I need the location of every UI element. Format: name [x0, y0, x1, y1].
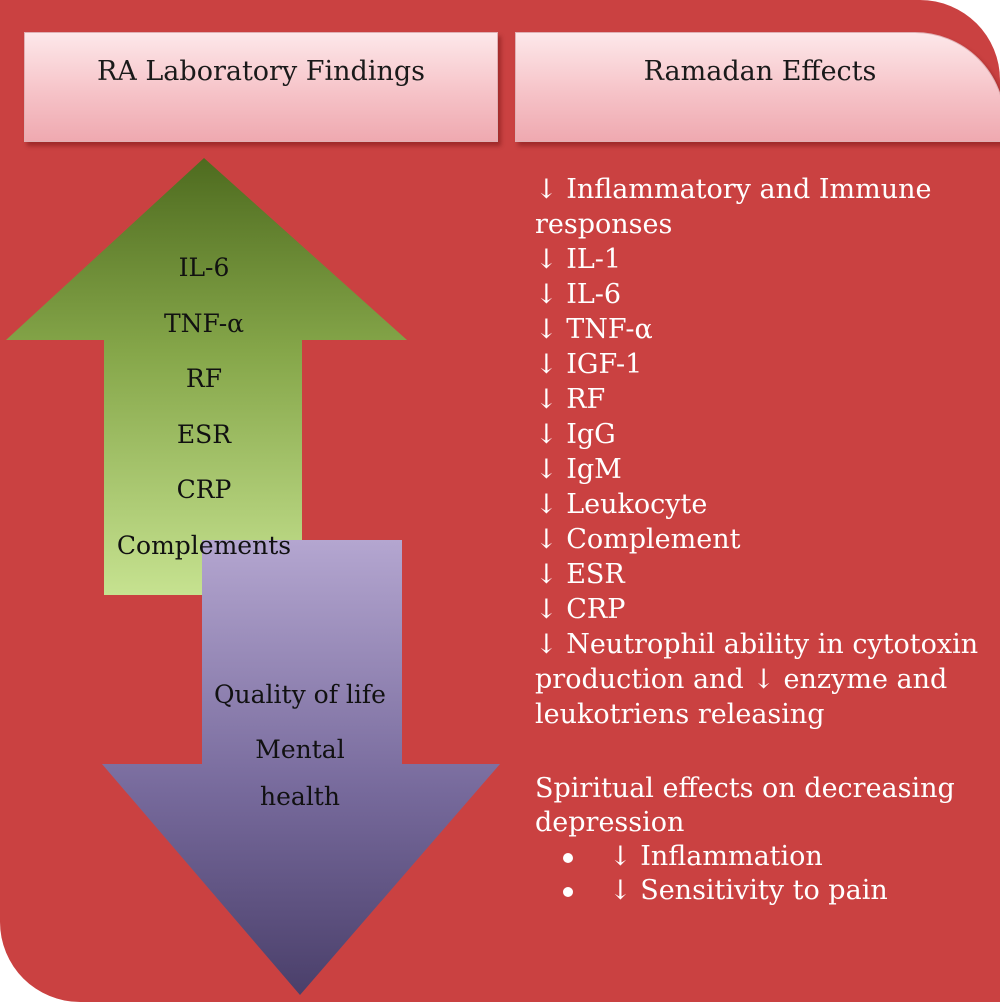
effect-line: ↓ IGF-1 — [535, 349, 643, 380]
effect-line: responses — [535, 209, 673, 240]
ra-lab-findings-title: RA Laboratory Findings — [96, 55, 426, 87]
effect-line: ↓ CRP — [535, 594, 626, 625]
up-arrow — [6, 158, 407, 595]
spiritual-bullet-text: ↓ Inflammation — [609, 841, 823, 872]
up-item-crp: CRP — [176, 475, 232, 504]
effect-line: ↓ TNF-α — [535, 314, 653, 345]
effect-line: ↓ Neutrophil ability in cytotoxin — [535, 629, 979, 660]
spiritual-bullet-item: ↓ Inflammation — [535, 840, 985, 874]
ra-lab-findings-header: RA Laboratory Findings — [24, 32, 498, 142]
ramadan-effects-title: Ramadan Effects — [643, 55, 877, 87]
up-item-rf: RF — [185, 364, 223, 393]
up-item-esr: ESR — [176, 420, 232, 449]
effect-line: ↓ RF — [535, 384, 606, 415]
spiritual-bullet-text: ↓ Sensitivity to pain — [609, 875, 888, 906]
spiritual-line: depression — [535, 807, 685, 838]
effect-line: ↓ ESR — [535, 559, 625, 590]
effect-line: ↓ IL-1 — [535, 244, 622, 275]
bullet-dot-icon — [563, 853, 573, 863]
effect-line: production and ↓ enzyme and — [535, 664, 948, 695]
ramadan-effects-header: Ramadan Effects — [515, 32, 1000, 142]
effect-line: ↓ IL-6 — [535, 279, 622, 310]
bullet-dot-icon — [563, 887, 573, 897]
effect-line: ↓ Inflammatory and Immune — [535, 174, 932, 205]
down-arrow — [102, 540, 500, 995]
up-item-tnf: TNF-α — [163, 309, 245, 338]
effect-line: ↓ Complement — [535, 524, 741, 555]
effect-line: ↓ IgM — [535, 454, 622, 485]
ramadan-effects-list: ↓ Inflammatory and Immune responses ↓ IL… — [535, 172, 990, 732]
effect-line: ↓ Leukocyte — [535, 489, 708, 520]
up-item-il6: IL-6 — [178, 253, 230, 282]
up-item-complements: Complements — [116, 531, 292, 560]
spiritual-bullet-item: ↓ Sensitivity to pain — [535, 874, 985, 908]
down-item-quality-of-life: Quality of life — [214, 680, 386, 709]
spiritual-line: Spiritual effects on decreasing — [535, 773, 955, 804]
effect-line: ↓ IgG — [535, 419, 616, 450]
down-item-health: health — [260, 782, 340, 811]
down-item-mental: Mental — [255, 735, 345, 764]
effect-line: leukotriens releasing — [535, 699, 825, 730]
spiritual-effects-block: Spiritual effects on decreasing depressi… — [535, 772, 985, 908]
